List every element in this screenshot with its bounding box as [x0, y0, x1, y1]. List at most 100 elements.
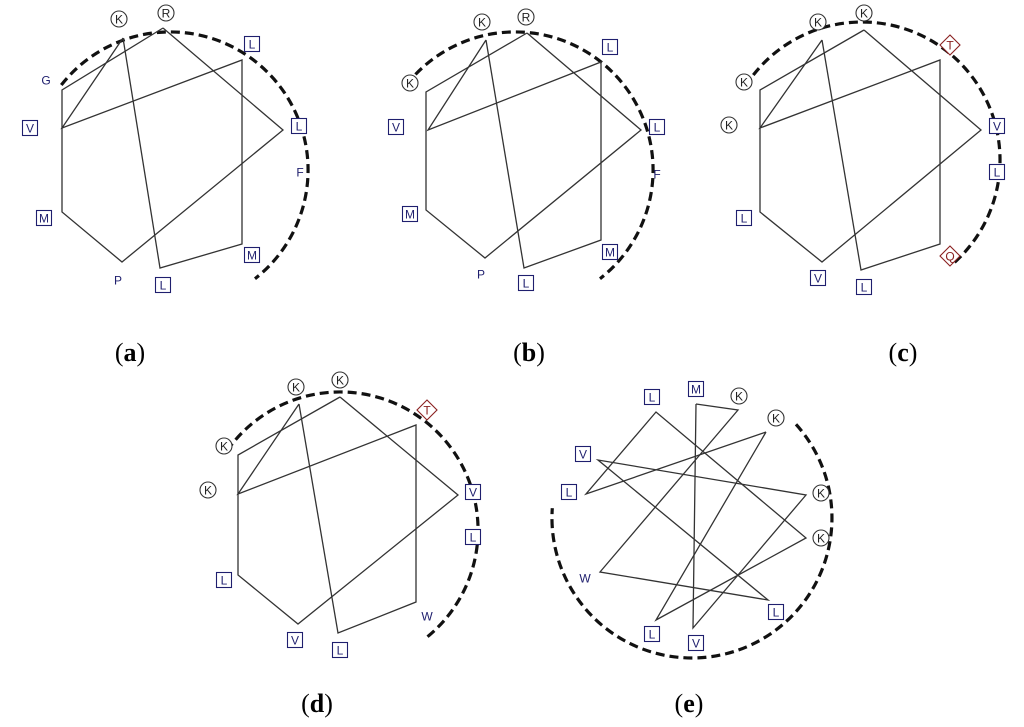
residue-letter: R [162, 7, 171, 21]
residue-box [687, 380, 705, 398]
residue-letter: R [522, 11, 531, 25]
residue-letter: K [406, 77, 414, 91]
residue-6: W [421, 610, 433, 624]
panel-label-a: (a) [115, 338, 145, 367]
residue-circle [199, 481, 217, 499]
residue-circle [215, 437, 233, 455]
residue-9: M [401, 205, 419, 223]
residue-box [154, 276, 172, 294]
residue-3: T [939, 34, 961, 56]
residue-letter: L [994, 166, 1001, 180]
residue-1: K [809, 13, 827, 31]
residue-8: V [809, 269, 827, 287]
residue-letter: M [247, 249, 257, 263]
residue-4: L [290, 117, 308, 135]
residue-letter: L [470, 531, 477, 545]
residue-circle [331, 371, 349, 389]
residue-diamond [939, 245, 961, 267]
residue-10: K [199, 481, 217, 499]
residue-7: V [687, 634, 705, 652]
residue-letter: M [691, 383, 701, 397]
residue-8: V [286, 631, 304, 649]
panel-label-b: (b) [513, 338, 545, 367]
residue-5: F [653, 168, 660, 182]
wheel-connector-1 [426, 39, 602, 269]
wheel-connector-2 [237, 396, 460, 625]
residue-letter: K [817, 532, 825, 546]
residue-letter: L [337, 644, 344, 658]
residue-circle [735, 73, 753, 91]
residue-circle [110, 10, 128, 28]
residue-letter: G [41, 74, 50, 88]
residue-box [643, 625, 661, 643]
residue-letter: V [392, 121, 400, 135]
residue-2: K [855, 4, 873, 22]
residue-box [560, 483, 578, 501]
residue-6: Q [939, 245, 961, 267]
residue-letter: W [421, 610, 433, 624]
wheel-connector-1 [595, 403, 808, 630]
residue-6: M [243, 246, 261, 264]
residue-2: R [157, 4, 175, 22]
residue-4: V [988, 117, 1006, 135]
residue-diamond [416, 399, 438, 421]
residue-box [35, 209, 53, 227]
residue-letter: L [741, 212, 748, 226]
residue-box [648, 118, 666, 136]
residue-box [601, 243, 619, 261]
residue-letter: F [653, 168, 660, 182]
residue-letter: L [160, 279, 167, 293]
residue-5: F [296, 166, 303, 180]
residue-box [517, 274, 535, 292]
residue-box [331, 641, 349, 659]
residue-letter: L [649, 391, 656, 405]
residue-circle [473, 13, 491, 31]
residue-4: V [464, 483, 482, 501]
residue-box [643, 388, 661, 406]
residue-box [387, 118, 405, 136]
residue-10: K [720, 116, 738, 134]
residue-diamond [939, 34, 961, 56]
residue-box [809, 269, 827, 287]
residue-letter: L [861, 281, 868, 295]
residue-letter: M [405, 208, 415, 222]
residue-letter: L [773, 606, 780, 620]
residue-letter: V [26, 122, 34, 136]
wheel-connector-1 [236, 403, 417, 634]
residue-box [855, 278, 873, 296]
residue-10: V [21, 119, 39, 137]
residue-letter: K [220, 440, 228, 454]
residue-letter: L [654, 121, 661, 135]
residue-letter: M [605, 246, 615, 260]
residue-12: L [643, 388, 661, 406]
residue-8: P [477, 268, 485, 282]
hydrophobic-face-arc [550, 423, 834, 660]
residue-11: V [574, 445, 592, 463]
residue-letter: V [579, 448, 587, 462]
residue-letter: L [296, 120, 303, 134]
wheel-connector-2 [583, 411, 808, 622]
residue-box [574, 445, 592, 463]
residue-letter: V [993, 120, 1001, 134]
residue-box [988, 163, 1006, 181]
residue-box [735, 209, 753, 227]
residue-circle [720, 116, 738, 134]
residue-box [21, 119, 39, 137]
residue-letter: K [725, 119, 733, 133]
residue-11: G [41, 74, 50, 88]
residue-5: L [464, 528, 482, 546]
residue-7: L [517, 274, 535, 292]
hydrophobic-face-arc [405, 30, 655, 280]
residue-letter: L [566, 486, 573, 500]
residue-box [601, 38, 619, 56]
wheel-connector-2 [759, 29, 983, 263]
residue-circle [287, 378, 305, 396]
residue-10: V [387, 118, 405, 136]
residue-box [215, 571, 233, 589]
residue-letter: F [296, 166, 303, 180]
residue-6: L [767, 603, 785, 621]
